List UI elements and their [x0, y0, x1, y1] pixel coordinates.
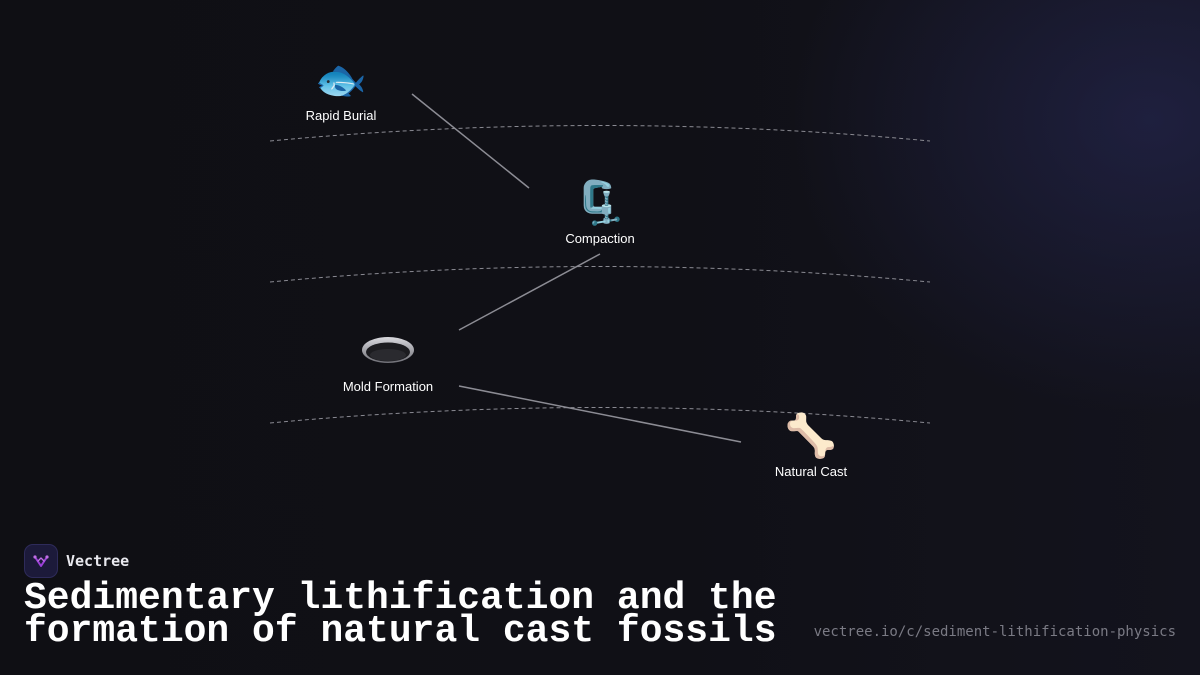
fish-icon: 🐟	[314, 55, 368, 104]
node-natural-cast[interactable]: 🦴 Natural Cast	[711, 410, 911, 479]
node-rapid-burial[interactable]: 🐟 Rapid Burial	[241, 54, 441, 123]
node-label: Mold Formation	[342, 379, 434, 394]
vectree-logo-icon	[24, 544, 58, 578]
node-mold-formation[interactable]: Mold Formation	[288, 325, 488, 394]
hole-icon	[288, 325, 488, 377]
sediment-layer-boundary-2	[269, 266, 931, 283]
node-label: Natural Cast	[774, 464, 848, 479]
node-compaction[interactable]: 🗜️ Compaction	[500, 177, 700, 246]
connector-mold-formation-to-natural-cast	[458, 385, 742, 443]
brand[interactable]: Vectree	[24, 544, 129, 578]
brand-name: Vectree	[66, 552, 130, 570]
sediment-layer-boundary-3	[269, 407, 931, 424]
connector-compaction-to-mold-formation	[458, 253, 601, 331]
node-label: Rapid Burial	[305, 108, 377, 123]
page-title: Sedimentary lithification and the format…	[24, 577, 777, 653]
source-url[interactable]: vectree.io/c/sediment-lithification-phys…	[813, 624, 1176, 640]
node-label: Compaction	[565, 231, 635, 246]
process-diagram	[269, 93, 931, 443]
bone-icon: 🦴	[784, 411, 838, 460]
sediment-layer-boundary-1	[269, 125, 931, 142]
connector-rapid-burial-to-compaction	[411, 93, 530, 189]
clamp-icon: 🗜️	[573, 178, 627, 227]
